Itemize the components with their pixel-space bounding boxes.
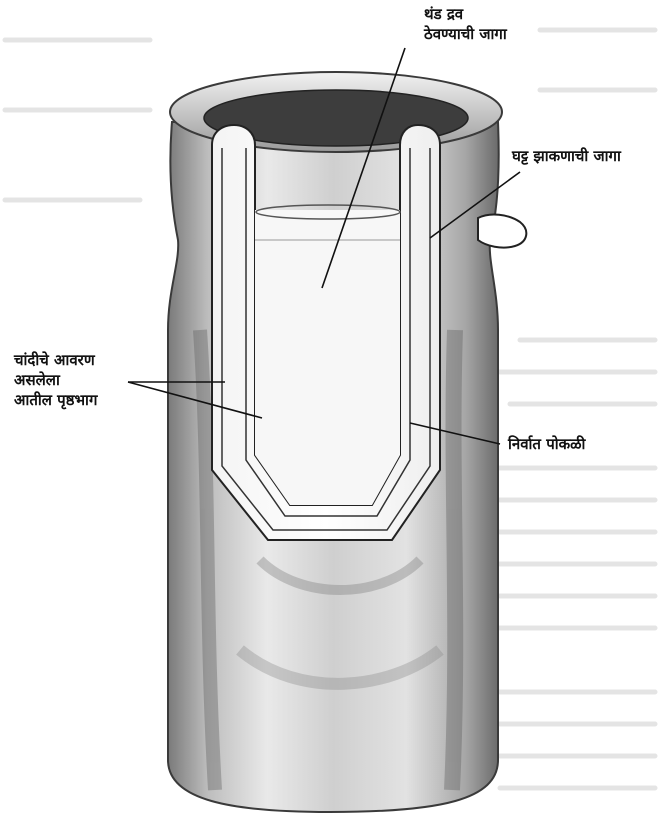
label-cold-liquid-space: थंड द्रव ठेवण्याची जागा [424, 4, 507, 44]
label-silvered-line-2: असलेला [14, 370, 97, 390]
label-silvered-line-1: चांदीचे आवरण [14, 350, 97, 370]
label-vacuum-line-1: निर्वात पोकळी [508, 434, 585, 454]
label-stopper-line-1: घट्ट झाकणाची जागा [512, 146, 621, 166]
label-stopper-space: घट्ट झाकणाची जागा [512, 146, 621, 166]
label-cold-liquid-line-2: ठेवण्याची जागा [424, 24, 507, 44]
stopper-spout [478, 215, 526, 248]
label-vacuum-pocket: निर्वात पोकळी [508, 434, 585, 454]
label-silvered-line-3: आतील पृष्ठभाग [14, 390, 97, 410]
liquid-space [255, 210, 400, 505]
label-cold-liquid-line-1: थंड द्रव [424, 4, 507, 24]
label-silvered-inner-surface: चांदीचे आवरण असलेला आतील पृष्ठभाग [14, 350, 97, 410]
